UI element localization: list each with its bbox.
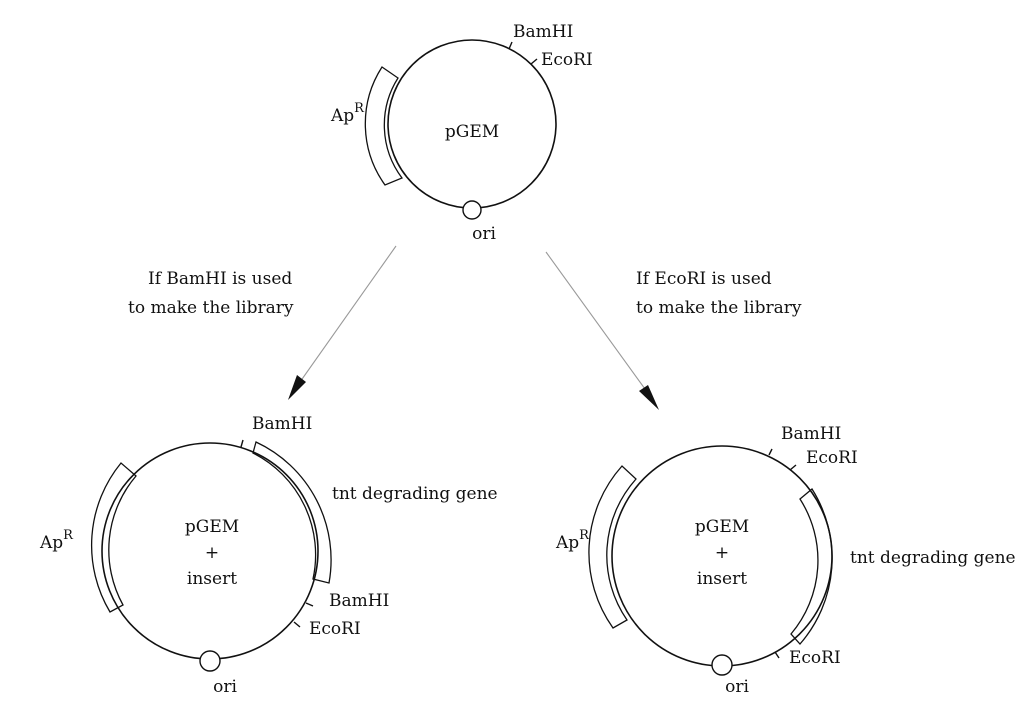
left-plasmid: BamHI tnt degrading gene BamHI EcoRI pGE… — [39, 414, 498, 697]
left-plasmid-name-line1: pGEM — [185, 517, 239, 537]
right-apr-marker-arc — [588, 465, 637, 629]
right-ecori-bottom-label: EcoRI — [789, 648, 841, 668]
left-bamhi-top-label: BamHI — [252, 414, 312, 434]
right-bamhi-label: BamHI — [781, 424, 841, 444]
right-branch-arrow — [545, 251, 659, 410]
right-apr-sup: R — [579, 528, 590, 543]
left-caption-line1: If BamHI is used — [148, 269, 292, 289]
right-caption-line2: to make the library — [636, 298, 802, 318]
left-plasmid-name-line3: insert — [187, 569, 237, 589]
top-plasmid-name: pGEM — [445, 122, 499, 142]
right-apr-label: ApR — [555, 528, 590, 553]
left-branch-arrow — [288, 245, 397, 400]
right-plasmid-name-line3: insert — [697, 569, 747, 589]
right-arrow-shaft — [545, 251, 646, 390]
left-arrow-shaft — [299, 245, 397, 383]
top-plasmid: BamHI EcoRI pGEM ori ApR — [330, 22, 593, 244]
top-apr-sup: R — [354, 101, 365, 116]
right-ori-label: ori — [725, 677, 749, 697]
left-bamhi-top-tick — [240, 439, 244, 448]
right-plasmid-name-line1: pGEM — [695, 517, 749, 537]
left-apr-label: ApR — [39, 528, 74, 553]
top-apr-label: ApR — [330, 101, 365, 126]
left-plasmid-name-line2: + — [205, 543, 219, 563]
left-gene-arc — [252, 441, 332, 584]
top-bamhi-label: BamHI — [513, 22, 573, 42]
left-arrow-head — [288, 375, 306, 400]
right-arrow-head — [639, 385, 659, 410]
right-ori-marker — [711, 654, 733, 676]
top-ori-label: ori — [472, 224, 496, 244]
left-ecori-tick — [293, 621, 301, 628]
left-ori-label: ori — [213, 677, 237, 697]
top-ori-marker — [462, 200, 482, 220]
left-apr-sup: R — [63, 528, 74, 543]
right-plasmid: BamHI EcoRI tnt degrading gene EcoRI pGE… — [555, 424, 1016, 697]
left-ecori-label: EcoRI — [309, 619, 361, 639]
left-bamhi-bottom-tick — [305, 602, 314, 607]
right-bamhi-tick — [768, 448, 773, 456]
top-ecori-label: EcoRI — [541, 50, 593, 70]
left-gene-label: tnt degrading gene — [332, 484, 498, 504]
right-plasmid-name-line2: + — [715, 543, 729, 563]
right-gene-label: tnt degrading gene — [850, 548, 1016, 568]
right-apr-text: Ap — [555, 533, 579, 553]
top-apr-text: Ap — [330, 106, 354, 126]
left-apr-marker-arc — [91, 462, 137, 613]
left-apr-text: Ap — [39, 533, 63, 553]
left-ori-marker — [199, 650, 221, 672]
top-ecori-tick — [530, 58, 538, 65]
right-caption-line1: If EcoRI is used — [636, 269, 772, 289]
right-ecori-tick — [789, 464, 797, 471]
top-bamhi-tick — [508, 41, 513, 50]
right-ecori-label: EcoRI — [806, 448, 858, 468]
left-bamhi-bottom-label: BamHI — [329, 591, 389, 611]
right-ecori-bottom-tick — [774, 651, 780, 659]
top-apr-marker-arc — [364, 66, 404, 186]
left-caption-line2: to make the library — [128, 298, 294, 318]
